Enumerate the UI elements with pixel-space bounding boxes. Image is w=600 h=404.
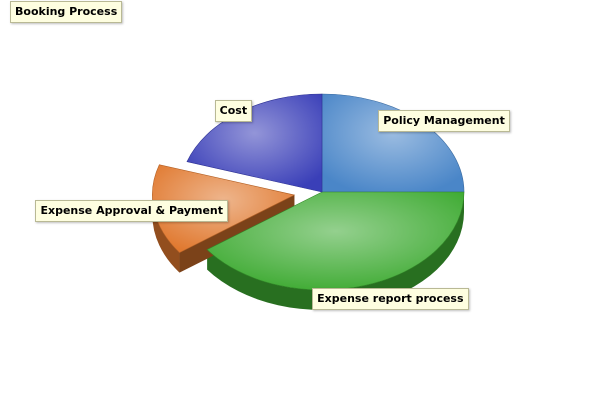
pie-slice-side: [207, 192, 465, 311]
pie-slice-label: Expense report process: [312, 288, 469, 311]
chart-title: Booking Process: [10, 1, 123, 23]
pie-slice-label: Cost: [214, 100, 253, 123]
pie-slice-side: [152, 195, 180, 273]
pie-slice-cut-face: [179, 195, 295, 273]
pie-slice-label: Expense Approval & Payment: [35, 199, 228, 222]
pie-slice-label: Policy Management: [378, 110, 510, 133]
pie-slice[interactable]: [321, 93, 465, 193]
pie-slice[interactable]: [206, 191, 465, 291]
